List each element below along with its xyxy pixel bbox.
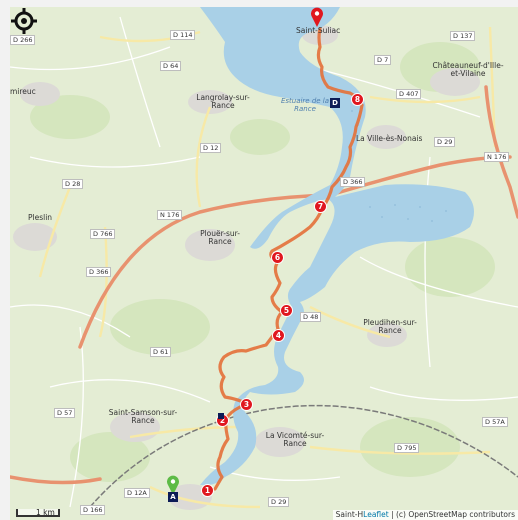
road-label: D 28: [62, 179, 84, 189]
road-label: N 176: [157, 210, 183, 220]
place-label-langrolay: Langrolay-sur-Rance: [196, 93, 250, 110]
waypoint-marker[interactable]: 5: [280, 304, 293, 317]
leaflet-link[interactable]: Leaflet: [363, 510, 389, 519]
road-label: D 12: [200, 143, 222, 153]
road-label: D 166: [80, 505, 106, 515]
attribution: Saint-HLeaflet | (c) OpenStreetMap contr…: [332, 510, 518, 520]
waypoint-marker[interactable]: 4: [272, 329, 285, 342]
end-pin-icon[interactable]: [310, 7, 324, 27]
scale-label: 1 km: [36, 508, 55, 517]
place-label-mireuc: mireuc: [10, 87, 36, 96]
road-label: D 407: [396, 89, 422, 99]
place-label-saint-suliac: Saint-Suliac: [296, 26, 341, 35]
road-label: D 366: [86, 267, 112, 277]
end-square-marker[interactable]: D: [330, 98, 340, 108]
road-label: D 137: [450, 31, 476, 41]
road-label: D 29: [268, 497, 290, 507]
locate-icon[interactable]: [10, 7, 38, 35]
place-label-pleslin: Pleslin: [28, 213, 53, 222]
road-label: N 176: [484, 152, 510, 162]
place-label-saint-samson: Saint-Samson-sur-Rance: [108, 408, 178, 425]
place-label-chateauneuf: Châteauneuf-d'Ille-et-Vilaine: [432, 61, 504, 78]
road-label: D 366: [340, 177, 366, 187]
water-label-estuaire: Estuaire de la Rance: [280, 97, 330, 113]
left-edge: [0, 0, 10, 520]
waypoint-marker[interactable]: 8: [351, 93, 364, 106]
road-label: D 57A: [482, 417, 508, 427]
road-label: D 29: [434, 137, 456, 147]
start-square-marker[interactable]: A: [168, 492, 178, 502]
road-label: D 48: [300, 312, 322, 322]
road-label: D 7: [374, 55, 392, 65]
road-label: D 61: [150, 347, 172, 357]
road-label: D 57: [54, 408, 76, 418]
road-label: D 795: [394, 443, 420, 453]
waypoint-marker[interactable]: 1: [201, 484, 214, 497]
top-edge: [0, 0, 518, 7]
attribution-text: | (c) OpenStreetMap contributors: [388, 510, 515, 519]
waypoint-square: [218, 413, 224, 419]
waypoint-marker[interactable]: 6: [271, 251, 284, 264]
road-label: D 766: [90, 229, 116, 239]
road-label: D 64: [160, 61, 182, 71]
place-label-la-vicomte: La Vicomté-sur-Rance: [265, 431, 325, 448]
waypoint-marker[interactable]: 3: [240, 398, 253, 411]
attribution-prefix: Saint-H: [335, 510, 364, 519]
scale-bar: 1 km: [16, 509, 60, 517]
road-label: D 114: [170, 30, 196, 40]
waypoint-marker[interactable]: 7: [314, 200, 327, 213]
place-label-la-ville-es-nonais: La Ville-ès-Nonais: [356, 134, 423, 143]
road-label: D 266: [10, 35, 36, 45]
place-label-plouer: Plouër-sur-Rance: [200, 229, 240, 246]
road-label: D 12A: [124, 488, 150, 498]
place-label-pleudihen: Pleudihen-sur-Rance: [363, 318, 417, 335]
start-pin-icon[interactable]: [166, 475, 180, 495]
map-canvas[interactable]: Saint-Suliac Châteauneuf-d'Ille-et-Vilai…: [10, 7, 518, 520]
